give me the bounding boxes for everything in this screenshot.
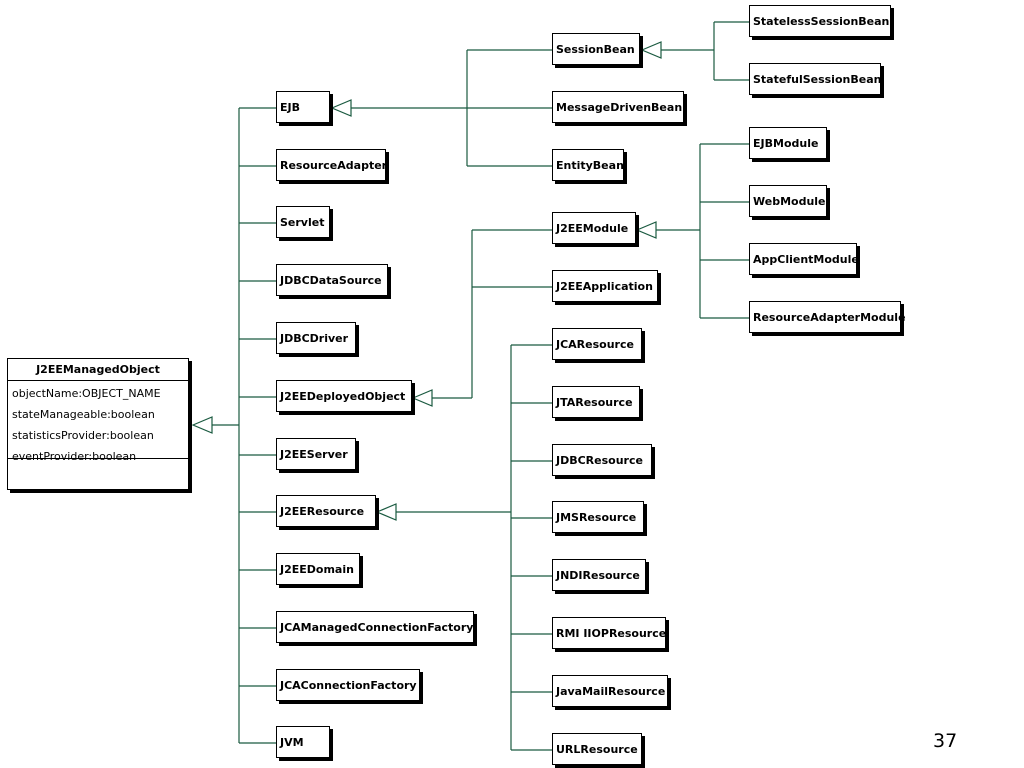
class-stateless-session-bean[interactable]: StatelessSessionBean	[749, 5, 891, 37]
attribute-statistics-provider: statisticsProvider:boolean	[12, 429, 154, 442]
attribute-event-provider: eventProvider:boolean	[12, 450, 137, 463]
class-ejb-module[interactable]: EJBModule	[749, 127, 827, 159]
class-jca-resource[interactable]: JCAResource	[552, 328, 642, 360]
class-j2ee-deployed-object[interactable]: J2EEDeployedObject	[276, 380, 412, 412]
class-stateful-session-bean[interactable]: StatefulSessionBean	[749, 63, 881, 95]
class-entity-bean[interactable]: EntityBean	[552, 149, 624, 181]
class-jdbc-driver[interactable]: JDBCDriver	[276, 322, 356, 354]
class-rmi-iiop-resource[interactable]: RMI IIOPResource	[552, 617, 666, 649]
class-jdbc-resource[interactable]: JDBCResource	[552, 444, 652, 476]
class-j2ee-domain[interactable]: J2EEDomain	[276, 553, 360, 585]
class-jca-managed-connection-factory[interactable]: JCAManagedConnectionFactory	[276, 611, 474, 643]
generalization-arrow-deployed-object	[411, 389, 433, 407]
generalization-arrow-managed-object	[191, 416, 213, 434]
generalization-arrow-session-bean	[640, 41, 662, 59]
class-jca-connection-factory[interactable]: JCAConnectionFactory	[276, 669, 420, 701]
attribute-object-name: objectName:OBJECT_NAME	[12, 387, 161, 400]
class-j2ee-application[interactable]: J2EEApplication	[552, 270, 658, 302]
class-ejb[interactable]: EJB	[276, 91, 330, 123]
slide-page-number: 37	[933, 730, 958, 752]
attribute-list: objectName:OBJECT_NAME stateManageable:b…	[8, 381, 188, 463]
generalization-arrow-ejb	[330, 99, 352, 117]
j2ee-managed-object-class[interactable]: J2EEManagedObject objectName:OBJECT_NAME…	[7, 358, 189, 490]
class-j2ee-server[interactable]: J2EEServer	[276, 438, 356, 470]
class-web-module[interactable]: WebModule	[749, 185, 827, 217]
class-jvm[interactable]: JVM	[276, 726, 330, 758]
class-jms-resource[interactable]: JMSResource	[552, 501, 644, 533]
class-jta-resource[interactable]: JTAResource	[552, 386, 640, 418]
class-j2ee-resource[interactable]: J2EEResource	[276, 495, 376, 527]
class-name: J2EEManagedObject	[8, 359, 188, 381]
class-servlet[interactable]: Servlet	[276, 206, 330, 238]
class-resource-adapter[interactable]: ResourceAdapter	[276, 149, 387, 181]
class-java-mail-resource[interactable]: JavaMailResource	[552, 675, 668, 707]
class-session-bean[interactable]: SessionBean	[552, 33, 640, 65]
generalization-arrow-j2ee-resource	[375, 503, 397, 521]
attribute-state-manageable: stateManageable:boolean	[12, 408, 155, 421]
class-jndi-resource[interactable]: JNDIResource	[552, 559, 646, 591]
class-url-resource[interactable]: URLResource	[552, 733, 642, 765]
class-resource-adapter-module[interactable]: ResourceAdapterModule	[749, 301, 906, 333]
class-message-driven-bean[interactable]: MessageDrivenBean	[552, 91, 684, 123]
generalization-arrow-j2ee-module	[635, 221, 657, 239]
class-app-client-module[interactable]: AppClientModule	[749, 243, 859, 275]
class-jdbc-data-source[interactable]: JDBCDataSource	[276, 264, 388, 296]
class-j2ee-module[interactable]: J2EEModule	[552, 212, 636, 244]
